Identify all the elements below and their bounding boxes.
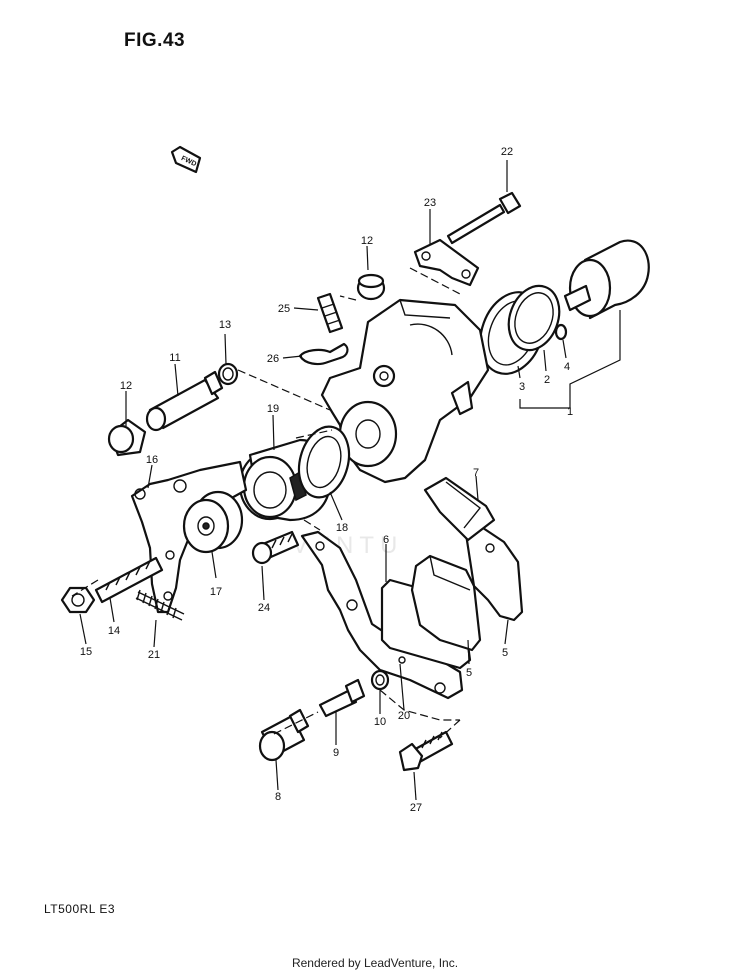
callout-2: 2 bbox=[544, 374, 550, 386]
callout-11: 11 bbox=[169, 352, 180, 364]
callout-20: 20 bbox=[398, 710, 410, 722]
callout-3: 3 bbox=[519, 381, 525, 393]
part-5-brake-pad-front bbox=[464, 524, 524, 622]
part-8-pin bbox=[258, 708, 310, 762]
callout-labels: 1 2 3 4 5 5 6 7 8 9 10 11 12 12 13 14 15… bbox=[80, 146, 573, 814]
part-1-group-bracket bbox=[519, 310, 621, 409]
figure-title: FIG.43 bbox=[124, 30, 186, 51]
part-15-nut bbox=[60, 586, 96, 614]
part-26-cap bbox=[298, 342, 349, 366]
part-4-ring bbox=[554, 323, 568, 341]
callout-4: 4 bbox=[564, 361, 570, 373]
part-17-cam-wheel bbox=[182, 490, 244, 554]
callout-7: 7 bbox=[473, 467, 479, 479]
part-24-bolt bbox=[251, 530, 300, 565]
part-12-boot-lower bbox=[107, 418, 147, 457]
callout-16: 16 bbox=[146, 454, 158, 466]
callout-26: 26 bbox=[267, 353, 279, 365]
callout-25: 25 bbox=[278, 303, 290, 315]
callout-12-upper: 12 bbox=[361, 235, 373, 247]
callout-27: 27 bbox=[410, 802, 422, 814]
part-1-piston bbox=[563, 239, 650, 320]
callout-18: 18 bbox=[336, 522, 348, 534]
part-14-bolt bbox=[94, 556, 164, 604]
callout-8: 8 bbox=[275, 791, 281, 803]
part-11-pin bbox=[145, 370, 224, 432]
callout-1: 1 bbox=[567, 406, 573, 418]
part-21-spring bbox=[135, 589, 185, 621]
callout-22: 22 bbox=[501, 146, 513, 158]
callout-23: 23 bbox=[424, 197, 436, 209]
part-7-shim bbox=[423, 476, 496, 542]
callout-14: 14 bbox=[108, 625, 120, 637]
callout-10: 10 bbox=[374, 716, 386, 728]
callout-5-front: 5 bbox=[502, 647, 508, 659]
part-23-plate bbox=[413, 238, 480, 287]
callout-13: 13 bbox=[219, 319, 231, 331]
callout-12-lower: 12 bbox=[120, 380, 132, 392]
part-12-boot-upper bbox=[356, 273, 386, 301]
callout-9: 9 bbox=[333, 747, 339, 759]
footer-credit: Rendered by LeadVenture, Inc. bbox=[291, 956, 459, 970]
part-10-washer bbox=[370, 669, 390, 691]
callout-24: 24 bbox=[258, 602, 270, 614]
part-5-brake-pad-rear bbox=[410, 554, 482, 652]
part-9-pin bbox=[318, 678, 366, 718]
assembly-guide-lines bbox=[71, 267, 463, 739]
fwd-arrow-icon: FWD bbox=[170, 145, 202, 174]
part-25-bleeder bbox=[316, 292, 344, 334]
callout-15: 15 bbox=[80, 646, 92, 658]
leader-lines bbox=[79, 160, 567, 801]
part-22-bolt bbox=[446, 191, 522, 245]
part-27-bolt bbox=[398, 730, 454, 772]
callout-19: 19 bbox=[267, 403, 279, 415]
part-13-o-ring bbox=[217, 362, 239, 386]
model-code: LT500RL E3 bbox=[44, 902, 116, 916]
caliper-body bbox=[320, 298, 490, 484]
callout-6: 6 bbox=[383, 534, 389, 546]
callout-5-rear: 5 bbox=[466, 667, 472, 679]
part-18-gasket bbox=[297, 425, 351, 499]
callout-17: 17 bbox=[210, 586, 222, 598]
callout-21: 21 bbox=[148, 649, 160, 661]
part-2-dust-seal bbox=[507, 284, 561, 352]
